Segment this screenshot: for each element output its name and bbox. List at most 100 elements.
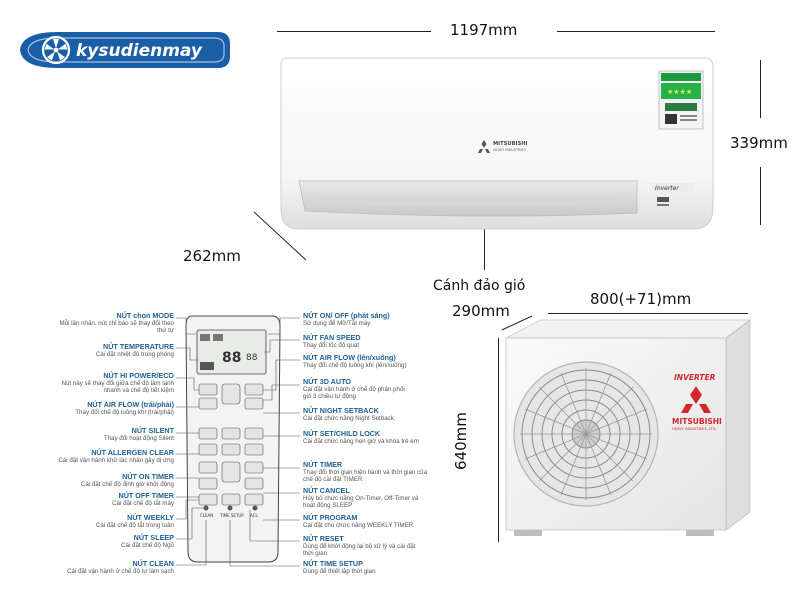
indoor-depth-label: 262mm [183,247,241,265]
energy-label: ★★★★ [658,70,704,130]
remote-button-title: NÚT PROGRAM [303,513,358,522]
remote-button-title: NÚT NIGHT SETBACK [303,406,379,415]
remote-button-title: NÚT OFF TIMER [118,491,175,500]
remote-button-title: NÚT SET/CHILD LOCK [303,429,381,438]
indoor-brand-text: MITSUBISHI [493,141,528,147]
outdoor-depth-line [501,315,533,331]
svg-text:★★★★: ★★★★ [667,88,692,96]
svg-text:88: 88 [246,353,258,363]
indoor-inverter-badge: Inverter [655,185,679,192]
indoor-brand-sub: HEAVY INDUSTRIES [493,148,526,152]
indoor-unit: ★★★★ MITSUBISHI HEAVY INDUSTRIES Inverte… [280,57,714,230]
remote-btn-clean: CLEAN [200,513,213,518]
remote-button-desc: Mỗi lần nhấn, nút chỉ báo sẽ thay đổi th… [59,320,174,327]
remote-button-desc: Cài đặt chức năng hẹn giờ và khóa trẻ em [303,438,419,445]
logo-text: kysudienmay [76,41,203,61]
outdoor-height-line [498,338,499,542]
outdoor-inverter-text: INVERTER [674,373,716,382]
remote-button-title: NÚT TIME SETUP [303,559,363,568]
remote-button-desc: Nút này sẽ thay đổi giữa chế độ làm lạnh [61,380,175,387]
remote-left-annotation: NÚT AIR FLOW (trái/phải)Thay đổi chế độ … [4,400,174,416]
remote-button-title: NÚT TEMPERATURE [103,342,174,351]
remote-button-title: NÚT CANCEL [303,486,350,495]
svg-text:88: 88 [222,350,241,366]
remote-button-desc: Cài đặt chức năng Night Setback. [303,415,396,422]
height-dimension-line-bottom [760,167,761,225]
remote-button-desc: Cài đặt chế độ Ngủ [121,542,174,549]
remote-button-desc: chế độ cài đặt TIMER [303,476,363,484]
remote-button-desc: Cài đặt chế độ tắt máy [112,500,174,507]
fan-grille [513,361,659,507]
outdoor-depth-label: 290mm [452,302,510,320]
remote-button-desc: Dùng để thiết lập thời gian [303,568,376,575]
remote-button-title: NÚT 3D AUTO [303,377,351,386]
width-dimension-line [277,31,431,32]
remote-button-desc: thời gian [303,550,328,558]
depth-dimension-line [253,211,307,261]
remote-button-desc: Cài đặt cho chức năng WEEKLY TIMER [303,522,414,529]
mitsubishi-logo-icon [478,140,490,153]
fan-logo-icon [41,35,71,65]
remote-button-title: NÚT ALLERGEN CLEAR [91,448,174,457]
remote-button-title: NÚT chọn MODE [116,311,175,320]
remote-diagram: 88 88 CLEAN TIME SET [176,315,300,567]
remote-button-desc: Cài đặt chế độ tắt trong tuần [95,522,174,529]
louver-label: Cánh đảo gió [433,278,526,294]
louver-pointer-line [484,212,485,270]
remote-button-desc: Cài đặt vận hành ở chế độ tự làm sạch [67,568,174,575]
remote-button-title: NÚT WEEKLY [127,513,174,522]
indoor-height-label: 339mm [730,134,788,152]
remote-button-title: NÚT ON/ OFF (phát sáng) [303,311,390,320]
remote-button-desc: Thay đổi hoạt động Silent [103,435,174,442]
remote-button-title: NÚT SILENT [131,426,174,435]
indoor-width-label: 1197mm [450,21,518,39]
remote-button-title: NÚT HI POWER/ECO [103,371,174,380]
remote-button-title: NÚT ON TIMER [122,472,174,481]
height-dimension-line-top [760,60,761,118]
mitsubishi-outdoor-logo-icon [681,386,711,413]
remote-btn-acl: ACL [250,513,258,518]
remote-button-title: NÚT RESET [303,534,344,543]
remote-button-title: NÚT CLEAN [132,559,174,568]
remote-button-desc: hoạt động SLEEP [303,502,353,510]
remote-button-title: NÚT FAN SPEED [303,333,361,342]
remote-button-desc: Cài đặt vận hành khử tác nhân gây dị ứng [58,457,174,464]
remote-button-desc: Thay đổi chế độ luồng khí (lên/xuống) [303,362,407,369]
remote-button-title: NÚT SLEEP [133,533,174,542]
width-dimension-line-right [557,31,715,32]
outdoor-width-label: 800(+71)mm [590,290,692,308]
remote-control: 88 88 CLEAN TIME SET [185,315,281,563]
remote-button-desc: Thay đổi chế độ luồng khí (trái/phải) [75,409,174,416]
remote-button-desc: Hủy bỏ chức năng On-Timer, Off-Timer và [303,495,419,502]
remote-button-desc: Cài đặt vận hành ở chế độ phân phối [303,386,405,393]
remote-right-annotation: NÚT AIR FLOW (lên/xuống)Thay đổi chế độ … [303,353,463,369]
outdoor-brand-sub: HEAVY INDUSTRIES, LTD. [672,427,717,431]
outdoor-unit: INVERTER MITSUBISHI HEAVY INDUSTRIES, LT… [505,319,752,536]
remote-right-annotation: NÚT ON/ OFF (phát sáng)Sử dụng để Mở/Tắt… [303,311,463,327]
outdoor-width-line [548,313,748,314]
remote-button-desc: gió 3 chiều tự động [303,393,356,401]
outdoor-brand-text: MITSUBISHI [672,417,722,426]
remote-button-desc: nhanh và chế độ tiết kiệm [103,387,174,395]
remote-button-desc: Cài đặt nhiệt độ trong phòng [95,351,174,358]
remote-button-title: NÚT AIR FLOW (lên/xuống) [303,353,396,362]
brand-logo: kysudienmay [20,32,230,68]
remote-button-desc: Sử dụng để Mở/Tắt máy [303,320,371,327]
remote-btn-time-setup: TIME SETUP [219,513,244,518]
remote-button-title: NÚT TIMER [303,460,343,469]
remote-button-desc: thứ tự [157,327,174,335]
